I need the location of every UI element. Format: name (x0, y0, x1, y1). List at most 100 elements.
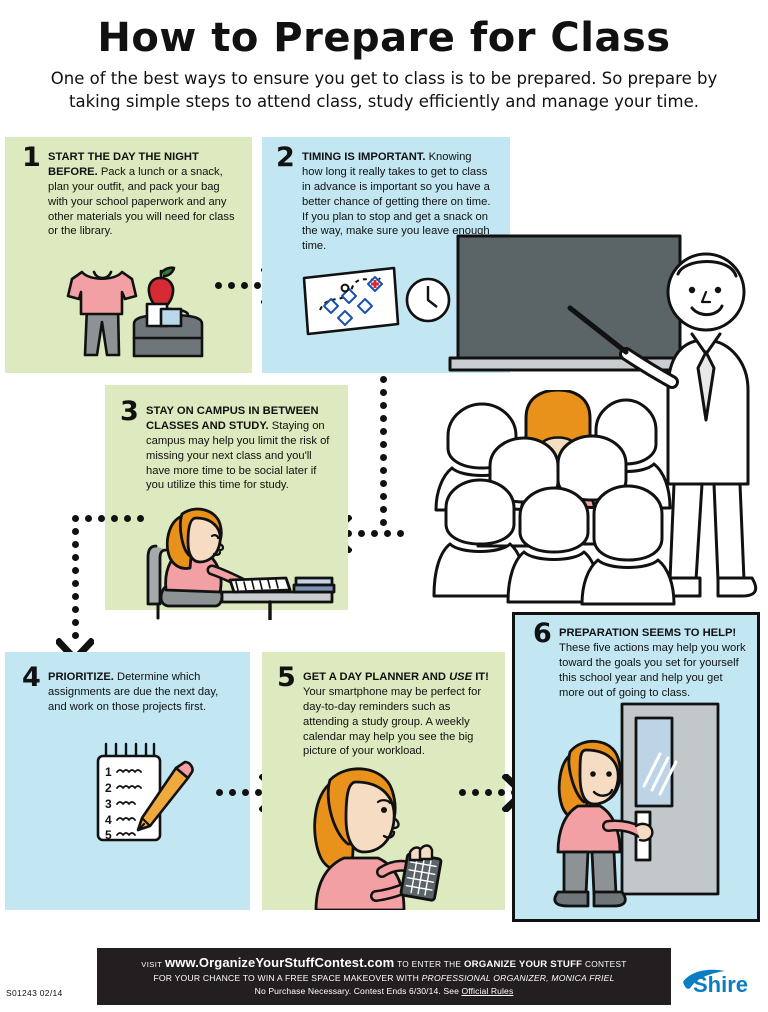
dot (241, 282, 248, 289)
shire-logo: Shire (681, 968, 763, 998)
dot (380, 376, 387, 383)
step-2-heading: TIMING IS IMPORTANT. (302, 151, 426, 163)
dot (72, 541, 79, 548)
step-6-number: 6 (533, 618, 552, 649)
step-4-text: 4 PRIORITIZE. Determine which assignment… (22, 664, 234, 715)
dot (459, 789, 466, 796)
step-2-body: TIMING IS IMPORTANT. Knowing how long it… (302, 150, 491, 254)
footer-contest-name: ORGANIZE YOUR STUFF (463, 959, 583, 970)
map-and-clock-illustration (298, 262, 458, 342)
dot (254, 282, 261, 289)
dot (380, 519, 387, 526)
dot (72, 632, 79, 639)
step-3-text: 3 STAY ON CAMPUS IN BETWEEN CLASSES AND … (120, 398, 334, 493)
connector-3-to-4-vertical (72, 528, 79, 639)
step-1-body: START THE DAY THE NIGHT BEFORE. Pack a l… (48, 150, 240, 239)
step-3-heading: STAY ON CAMPUS IN BETWEEN CLASSES AND ST… (146, 405, 319, 432)
step-4-number: 4 (22, 662, 41, 693)
svg-text:1: 1 (105, 765, 112, 779)
classroom-door-illustration (536, 700, 736, 910)
student-studying-illustration (120, 500, 348, 620)
connector-2-to-3-horizontal (345, 530, 404, 537)
step-5-heading-pre: GET A DAY PLANNER AND (303, 671, 450, 683)
dot (137, 515, 144, 522)
step-6-body-text: These five actions may help you work tow… (559, 641, 746, 699)
page-subtitle: One of the best ways to ensure you get t… (50, 69, 718, 111)
dot (72, 567, 79, 574)
dot (380, 441, 387, 448)
dot (72, 515, 79, 522)
dot (380, 506, 387, 513)
dot (72, 554, 79, 561)
dot (72, 606, 79, 613)
dot (380, 467, 387, 474)
footer-line2-italic: PROFESSIONAL ORGANIZER, MONICA FRIEL (421, 973, 615, 983)
dot (72, 593, 79, 600)
step-2-body-text: Knowing how long it really takes to get … (302, 151, 491, 253)
dot (498, 789, 505, 796)
official-rules-link[interactable]: Official Rules (461, 986, 514, 996)
step-1-panel (5, 137, 252, 373)
step-2-number: 2 (276, 142, 295, 173)
step-4-heading: PRIORITIZE. (48, 671, 114, 683)
document-code: S01243 02/14 (6, 988, 63, 998)
step-5-body: GET A DAY PLANNER AND USE IT! Your smart… (303, 670, 489, 759)
dot (72, 528, 79, 535)
step-5-body-text: Your smartphone may be perfect for day-t… (303, 685, 482, 758)
footer-line-2: FOR YOUR CHANCE TO WIN A FREE SPACE MAKE… (97, 970, 671, 983)
dot (111, 515, 118, 522)
dot (85, 515, 92, 522)
step-3-body-text: Staying on campus may help you limit the… (146, 419, 330, 492)
footer-contest-bar: VISIT www.OrganizeYourStuffContest.com T… (97, 948, 671, 1005)
footer-line3-pre: No Purchase Necessary. Contest Ends 6/30… (254, 986, 462, 996)
dot (485, 789, 492, 796)
dot (98, 515, 105, 522)
dot (380, 480, 387, 487)
dot (380, 428, 387, 435)
step-6-body: PREPARATION SEEMS TO HELP! These five ac… (559, 626, 747, 700)
dot (72, 580, 79, 587)
dot (380, 493, 387, 500)
step-6-text: 6 PREPARATION SEEMS TO HELP! These five … (533, 620, 747, 700)
step-1-body-text: Pack a lunch or a snack, plan your outfi… (48, 165, 235, 238)
dot (380, 454, 387, 461)
dot (216, 789, 223, 796)
step-3-number: 3 (120, 396, 139, 427)
svg-text:4: 4 (105, 813, 112, 827)
footer-mid-text: TO ENTER THE (397, 959, 462, 969)
dot (215, 282, 222, 289)
step-5-heading-italic: USE (449, 671, 473, 683)
connector-2-to-3-vertical (380, 376, 387, 526)
dot (371, 530, 378, 537)
dot (345, 530, 352, 537)
dot (228, 282, 235, 289)
footer-contest-url[interactable]: www.OrganizeYourStuffContest.com (165, 955, 395, 970)
woman-smartphone-illustration (300, 760, 450, 910)
dot (229, 789, 236, 796)
step-6-heading: PREPARATION SEEMS TO HELP! (559, 627, 737, 639)
dot (384, 530, 391, 537)
dot (380, 402, 387, 409)
dot (242, 789, 249, 796)
svg-text:3: 3 (105, 797, 112, 811)
teacher-chalkboard-illustration (430, 222, 768, 612)
dot (397, 530, 404, 537)
connector-3-to-4-horizontal (72, 515, 144, 522)
footer-line-3: No Purchase Necessary. Contest Ends 6/30… (97, 983, 671, 996)
step-1-text: 1 START THE DAY THE NIGHT BEFORE. Pack a… (22, 144, 240, 239)
step-4-body: PRIORITIZE. Determine which assignments … (48, 670, 234, 715)
dot (472, 789, 479, 796)
clothes-apple-bag-illustration (52, 252, 212, 362)
svg-text:5: 5 (105, 828, 112, 842)
footer-line-1: VISIT www.OrganizeYourStuffContest.com T… (97, 948, 671, 970)
step-5-number: 5 (277, 662, 296, 693)
svg-text:Shire: Shire (693, 972, 748, 997)
svg-text:2: 2 (105, 781, 112, 795)
footer-visit-label: VISIT (141, 960, 163, 969)
step-5-text: 5 GET A DAY PLANNER AND USE IT! Your sma… (277, 664, 489, 759)
footer-contest-suffix: CONTEST (584, 959, 627, 969)
step-5-heading-post: IT! (472, 671, 489, 683)
page-title: How to Prepare for Class (97, 15, 671, 61)
dot (255, 789, 262, 796)
